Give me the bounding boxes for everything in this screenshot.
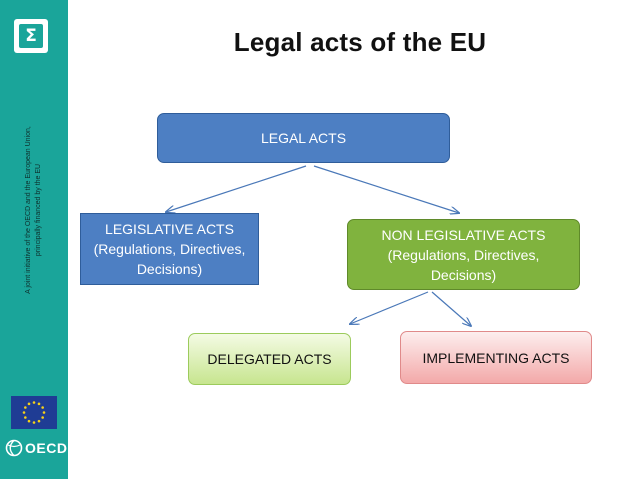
eu-star (22, 411, 26, 414)
page-title: Legal acts of the EU (233, 27, 487, 57)
eu-star (41, 416, 44, 419)
arrow-legal-to-nonlegislative (313, 165, 459, 213)
node-implementing-acts-label: IMPLEMENTING ACTS (422, 349, 570, 366)
oecd-logo: OECD (5, 439, 67, 457)
node-legal-acts-label: LEGAL ACTS (260, 130, 347, 146)
eu-star (32, 401, 36, 404)
arrow-nonlegislative-to-delegated (350, 291, 429, 324)
oecd-globe-icon (5, 439, 23, 457)
sidebar: Σ A joint initiative of the OECD and the… (0, 0, 68, 479)
eu-star (32, 421, 36, 424)
node-delegated-acts: DELEGATED ACTS (188, 333, 351, 385)
sigma-logo: Σ (14, 19, 48, 53)
arrow-nonlegislative-to-implementing (431, 291, 471, 326)
eu-star (42, 411, 46, 414)
eu-star (24, 406, 27, 409)
node-implementing-acts: IMPLEMENTING ACTS (400, 331, 592, 384)
node-legislative-acts: LEGISLATIVE ACTS (Regulations, Directive… (80, 213, 259, 285)
eu-star (41, 406, 44, 409)
node-non-legislative-acts-detail: (Regulations, Directives, Decisions) (387, 246, 540, 283)
eu-star (27, 402, 31, 406)
node-legal-acts: LEGAL ACTS (157, 113, 450, 163)
node-legislative-acts-label: LEGISLATIVE ACTS (105, 221, 234, 237)
eu-star (37, 402, 41, 406)
node-non-legislative-acts-label: NON LEGISLATIVE ACTS (381, 226, 546, 243)
node-non-legislative-acts: NON LEGISLATIVE ACTS (Regulations, Direc… (347, 219, 580, 290)
eu-star (37, 419, 41, 423)
sigma-icon: Σ (19, 24, 43, 48)
oecd-label: OECD (25, 440, 68, 456)
node-delegated-acts-label: DELEGATED ACTS (207, 351, 332, 367)
eu-star (27, 419, 31, 423)
arrow-legal-to-legislative (166, 165, 307, 212)
node-legislative-acts-detail: (Regulations, Directives, Decisions) (93, 241, 246, 277)
eu-star (24, 416, 27, 419)
eu-flag-icon (11, 396, 57, 429)
